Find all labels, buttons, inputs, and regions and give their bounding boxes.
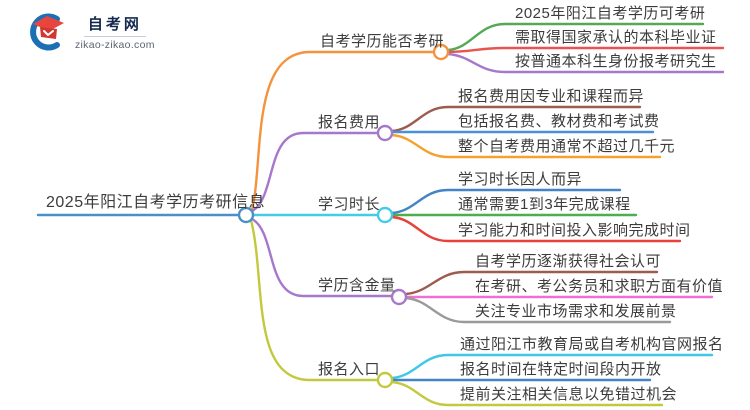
child-node-label[interactable]: 包括报名费、教材费和考试费 (458, 113, 660, 130)
child-node-label[interactable]: 需取得国家承认的本科毕业证 (515, 29, 717, 46)
child-node-label[interactable]: 报名时间在特定时间段内开放 (460, 361, 662, 378)
site-logo[interactable]: 自考网 zikao-zikao.com (28, 12, 155, 52)
child-node-label[interactable]: 学习时长因人而异 (458, 171, 583, 188)
child-node-label[interactable]: 在考研、考公务员和求职方面有价值 (475, 278, 724, 295)
child-node-label[interactable]: 按普通本科生身份报考研究生 (515, 53, 717, 70)
child-connector (390, 380, 664, 407)
branch-label-fees[interactable]: 报名费用 (318, 114, 381, 131)
child-node-label[interactable]: 整个自考费用通常不超过几千元 (458, 138, 676, 155)
child-connector (390, 353, 714, 380)
branch-connector (250, 50, 436, 212)
child-node-label[interactable]: 2025年阳江自考学历可考研 (515, 5, 706, 22)
child-node-label[interactable]: 报名费用因专业和课程而异 (458, 88, 645, 105)
branch-node-circle[interactable] (376, 124, 394, 142)
child-connector (446, 22, 705, 52)
child-node-label[interactable]: 通过阳江市教育局或自考机构官网报名 (460, 336, 724, 353)
branch-label-can-postgrad[interactable]: 自考学历能否考研 (320, 33, 445, 50)
child-connector (446, 52, 725, 74)
branch-connector (250, 217, 394, 298)
child-connector (404, 296, 672, 324)
site-url: zikao-zikao.com (75, 39, 155, 51)
branch-connector (249, 218, 380, 382)
child-node-label[interactable]: 通常需要1到3年完成课程 (458, 196, 631, 213)
root-node-circle[interactable] (237, 206, 255, 224)
branch-label-study-duration[interactable]: 学习时长 (318, 196, 381, 213)
child-connector (390, 215, 682, 243)
child-node-label[interactable]: 提前关注相关信息以免错过机会 (460, 386, 678, 403)
child-node-label[interactable]: 关注专业市场需求和发展前景 (475, 303, 677, 320)
logo-text: 自考网 zikao-zikao.com (75, 13, 155, 51)
logo-graduation-cap-icon (30, 13, 64, 51)
branch-node-circle[interactable] (376, 206, 394, 224)
branch-connector (250, 131, 380, 213)
child-connector (390, 133, 662, 159)
child-node-label[interactable]: 学习能力和时间投入影响完成时间 (458, 222, 691, 239)
branch-label-degree-value[interactable]: 学历含金量 (318, 277, 396, 294)
child-connector (446, 46, 725, 54)
branch-node-circle[interactable] (390, 288, 408, 306)
branch-node-circle[interactable] (376, 371, 394, 389)
root-node-label[interactable]: 2025年阳江自考学历考研信息 (46, 194, 266, 211)
site-name: 自考网 (83, 13, 146, 37)
child-node-label[interactable]: 自考学历逐渐获得社会认可 (475, 253, 662, 270)
child-connector (404, 270, 659, 296)
child-connector (390, 105, 642, 133)
branch-label-registration-portal[interactable]: 报名入口 (318, 361, 381, 378)
branch-node-circle[interactable] (432, 43, 450, 61)
child-connector (390, 188, 622, 215)
